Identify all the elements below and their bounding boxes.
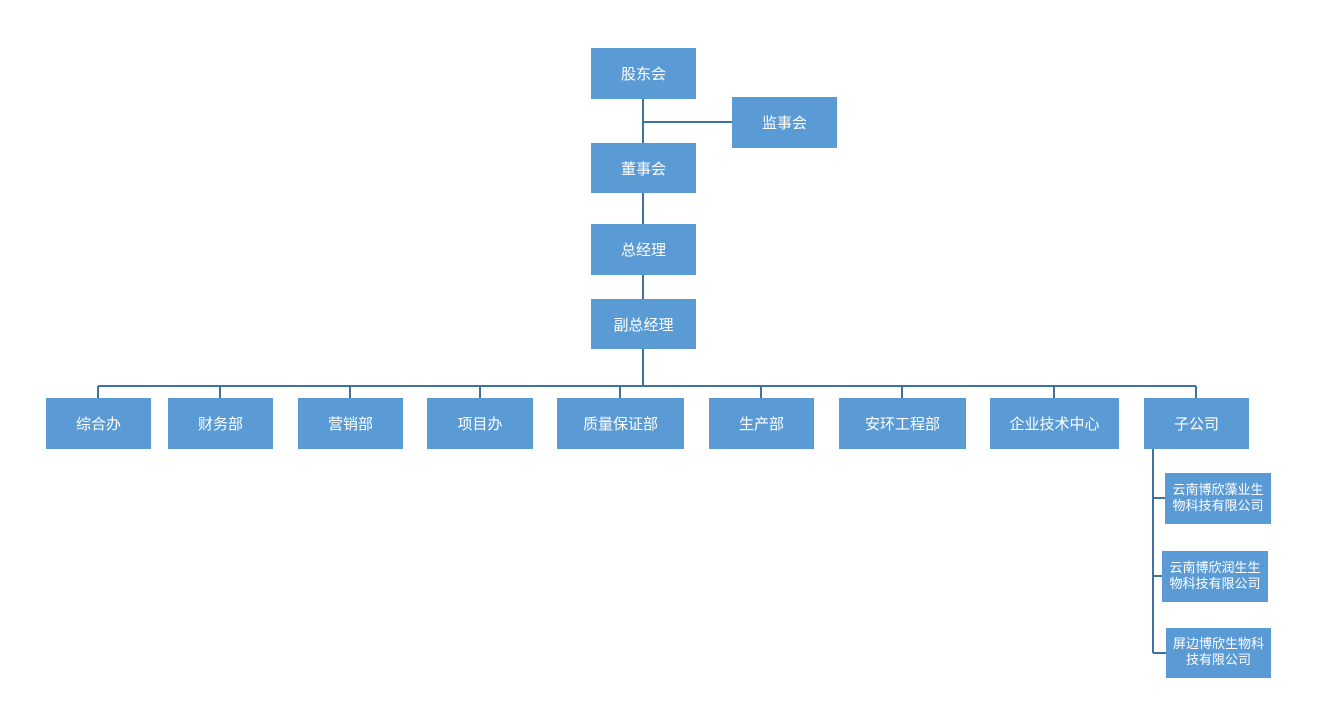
node-department: 财务部 — [168, 398, 273, 449]
node-subsidiary: 云南博欣润生生物科技有限公司 — [1162, 551, 1268, 602]
node-subsidiary: 屏边博欣生物科技有限公司 — [1166, 628, 1271, 678]
node-department: 营销部 — [298, 398, 403, 449]
node-deputy-general-manager: 副总经理 — [591, 299, 696, 349]
node-department: 综合办 — [46, 398, 151, 449]
node-department: 安环工程部 — [839, 398, 966, 449]
node-subsidiary: 云南博欣藻业生物科技有限公司 — [1165, 473, 1271, 524]
node-department: 项目办 — [427, 398, 533, 449]
node-supervisory-board: 监事会 — [732, 97, 837, 148]
node-shareholders: 股东会 — [591, 48, 696, 99]
node-board-of-directors: 董事会 — [591, 143, 696, 193]
node-department: 生产部 — [709, 398, 814, 449]
node-general-manager: 总经理 — [591, 224, 696, 275]
node-department-subsidiaries: 子公司 — [1144, 398, 1249, 449]
node-department: 企业技术中心 — [990, 398, 1119, 449]
node-department: 质量保证部 — [557, 398, 684, 449]
